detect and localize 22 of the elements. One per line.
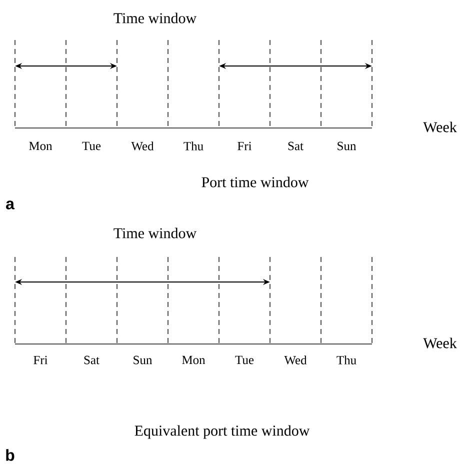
day-label: Thu	[336, 356, 356, 364]
day-label: Sun	[134, 356, 152, 364]
day-label: Sun	[338, 142, 356, 150]
heading-text: Equivalent port time window	[134, 425, 310, 439]
day-label: Wed	[284, 356, 307, 364]
day-label: Fri	[238, 142, 252, 150]
day-label: Fri	[34, 356, 48, 364]
day-label: Thu	[184, 142, 204, 150]
day-label: Tue	[235, 356, 254, 364]
heading-text: Time window	[114, 228, 197, 238]
heading-text: Time window	[114, 12, 197, 24]
axis-label: Week	[423, 338, 457, 348]
panel-letter: b	[6, 449, 14, 461]
heading-text: Port time window	[202, 176, 309, 188]
axis-label: Week	[423, 122, 457, 132]
day-label: Mon	[182, 356, 206, 364]
day-label: Wed	[131, 142, 154, 150]
day-label: Mon	[29, 142, 52, 150]
panel-letter: a	[6, 200, 15, 210]
day-label: Tue	[82, 142, 101, 150]
day-label: Sat	[288, 142, 304, 150]
day-label: Sat	[84, 356, 100, 364]
